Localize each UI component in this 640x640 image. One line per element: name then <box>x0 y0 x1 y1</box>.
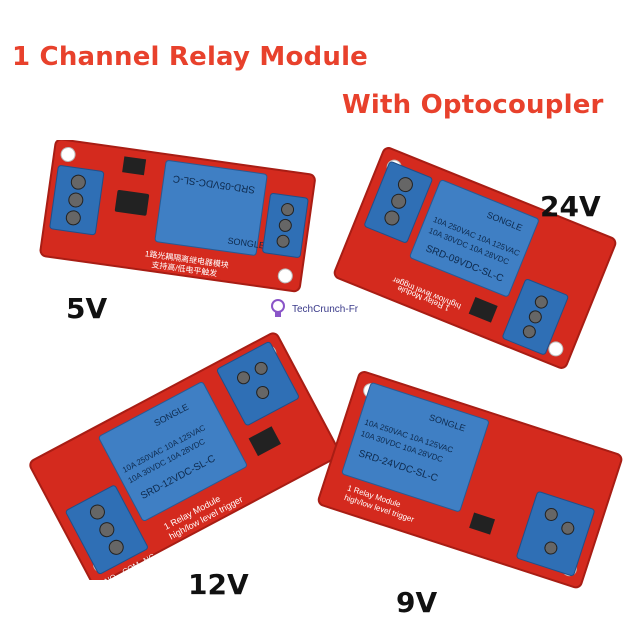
voltage-label-5v: 5V <box>66 292 108 325</box>
terminal-no: NO <box>103 572 118 580</box>
voltage-label-24v: 24V <box>540 190 601 223</box>
watermark-text: TechCrunch-Fr <box>292 303 359 315</box>
voltage-label-12v: 12V <box>188 568 249 601</box>
title-line-1: 1 Channel Relay Module <box>12 42 369 72</box>
lightbulb-icon <box>271 299 285 317</box>
voltage-label-9v: 9V <box>396 586 438 619</box>
title-line-2: With Optocoupler <box>342 90 604 120</box>
relay-module-24v: SONGLE 10A 250VAC 10A 125VAC 10A 30VDC 1… <box>333 147 617 369</box>
relay-module-5v: SRD-05VDC-SL-C SONGLE 1路光耦隔离继电器模块 支持高/低电… <box>39 140 316 293</box>
relay-module-9v: SONGLE 10A 250VAC 10A 125VAC 10A 30VDC 1… <box>317 371 623 589</box>
watermark: TechCrunch-Fr <box>270 298 358 320</box>
relay-module-12v: SONGLE 10A 250VAC 10A 125VAC 10A 30VDC 1… <box>29 332 340 580</box>
